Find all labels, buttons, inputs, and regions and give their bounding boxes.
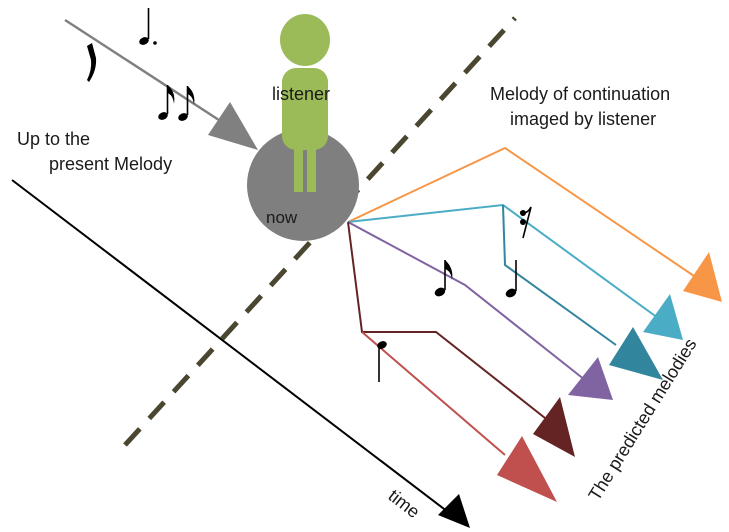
rest-symbol-icon [87, 43, 97, 82]
past-melody-label-line2: present Melody [49, 154, 172, 174]
time-label: time [385, 485, 424, 522]
dotted-quarter-note-icon [139, 8, 157, 45]
quarter-note-icon [377, 341, 387, 382]
past-melody-arrow [64, 18, 258, 150]
time-arrow [11, 179, 470, 528]
eighth-notes-pair-icon [158, 85, 195, 121]
melody-branch-purple [347, 221, 613, 400]
eighth-rest-icon [519, 206, 532, 239]
now-label: now [266, 208, 298, 227]
melody-branch-teal [502, 204, 663, 380]
melody-branch-orange [347, 146, 722, 302]
listener-label: listener [272, 84, 330, 104]
listener-person-icon [280, 14, 330, 192]
continuation-label-line2: imaged by listener [510, 109, 656, 129]
melody-branch-darkred [347, 221, 575, 457]
past-melody-label-line1: Up to the [17, 129, 90, 149]
quarter-note-icon [505, 260, 517, 298]
eighth-note-icon [434, 260, 453, 297]
continuation-label-line1: Melody of continuation [490, 84, 670, 104]
melody-branch-red [361, 331, 557, 502]
